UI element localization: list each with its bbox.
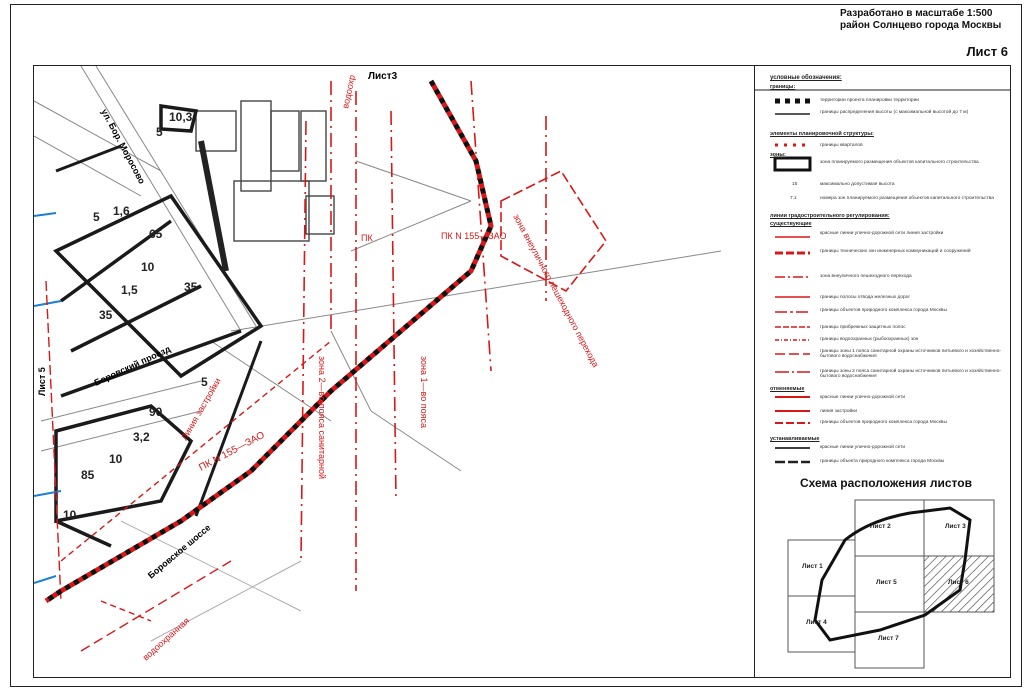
legend-section: существующие (770, 221, 812, 227)
map-drawing: Лист3 водоохр ПК N 155—ЗАО ПК ПК N 155—З… (34, 66, 722, 663)
label-crossing-zone: зона внеуличного пешеходного перехода (511, 212, 601, 369)
legend-title: условные обозначения: (770, 75, 842, 81)
block-number: 10 (109, 452, 123, 466)
legend-item: границы кварталов (820, 143, 863, 148)
legend-item: территории проекта планировки территории (820, 98, 919, 103)
legend-item: границы технических зон инженерных комму… (820, 249, 971, 254)
legend-symbols-lower (775, 447, 810, 464)
block-number: 10,3 (169, 110, 193, 124)
block-number: 90 (149, 405, 163, 419)
buildings (195, 100, 335, 242)
scheme-sheet-label: Лист 1 (802, 563, 823, 570)
block-number: 1,5 (121, 283, 138, 297)
scale-note: Разработано в масштабе 1:500 (840, 8, 993, 19)
block-boundaries (53, 103, 264, 548)
legend-item: границы зоны 2 пояса санитарной охраны и… (820, 369, 1001, 380)
crossing-zone-box (500, 169, 607, 293)
legend-section: устанавливаемые (770, 436, 820, 442)
legend-section: зоны: (770, 152, 786, 158)
legend-section: линии градостроительного регулирования: (770, 213, 890, 219)
legend-item: границы объекта природного комплекса гор… (820, 459, 945, 464)
legend-item: границы распределения высоты (с максимал… (820, 110, 969, 115)
block-number: 5 (156, 125, 163, 139)
legend-section-borders: границы: (770, 84, 796, 90)
project-boundary-red (44, 79, 494, 604)
sheet-layout-scheme: Лист 2 Лист 3 Лист 1 Лист 5 Лист 6 Лист … (787, 499, 995, 669)
scheme-grid (787, 499, 995, 669)
label-pk-top: ПК N 155—ЗАО (441, 231, 506, 241)
legend-item: номера зон планируемого размещения объек… (820, 196, 994, 201)
project-boundary-black (44, 79, 494, 604)
scheme-sheet-label: Лист 2 (870, 523, 891, 530)
label-pk-short: ПК (361, 233, 373, 243)
block-number: 85 (81, 468, 95, 482)
scheme-sheet-label: Лист 3 (945, 523, 966, 530)
red-tick-lines (45, 280, 332, 652)
legend-item: максимально допустимая высота (820, 182, 895, 187)
sheet-number: Лист 6 (966, 44, 1008, 59)
legend-item: красные линии улично-дорожной сети линия… (820, 231, 944, 236)
legend-panel (755, 65, 1011, 678)
block-number: 3,2 (133, 430, 150, 444)
district-note: район Солнцево города Москвы (840, 20, 1002, 31)
sheet-frame (10, 4, 1022, 687)
label-zone-2: зона 2—во пояса санитарной (317, 356, 327, 479)
block-number: 35 (99, 308, 113, 322)
legend-section: отменяемые (770, 386, 805, 392)
legend-item: границы зоны 1 пояса санитарной охраны и… (820, 349, 1001, 360)
legend-item: границы объектов природного комплекса го… (820, 420, 947, 425)
label-zone-1: зона 1—во пояса (419, 356, 429, 428)
label-sheet5: Лист 5 (37, 367, 47, 396)
scheme-sheet-label: Лист 6 (948, 579, 969, 586)
legend-item: зона внеуличного пешеходного перехода (820, 274, 912, 279)
map-area: Лист3 водоохр ПК N 155—ЗАО ПК ПК N 155—З… (33, 65, 755, 678)
scheme-title: Схема расположения листов (800, 476, 972, 490)
scheme-current-sheet (923, 555, 995, 613)
legend-item: границы объектов природного комплекса го… (820, 308, 947, 313)
label-sheet3: Лист3 (368, 71, 398, 82)
red-zone-lines (300, 80, 547, 591)
label-vodo-top: водоохр (340, 74, 357, 109)
legend-num: 15 (792, 182, 798, 187)
block-number: 1,6 (113, 204, 130, 218)
block-number: 5 (201, 375, 208, 389)
label-road-top: ул. Бор. Моросово (99, 107, 147, 186)
block-number: 10 (63, 508, 77, 522)
legend-item: границы прибрежных защитных полос (820, 325, 906, 330)
legend-symbols (755, 89, 1011, 463)
scheme-project-outline (813, 506, 972, 642)
legend-item: линия застройки (820, 409, 857, 414)
block-number: 65 (149, 227, 163, 241)
legend-item: границы водоохранных (рыбоохранных) зон (820, 337, 919, 342)
legend-item: границы полосы отвода железных дорог (820, 295, 911, 300)
block-number: 5 (93, 210, 100, 224)
legend-num: 7.1 (790, 196, 797, 201)
block-number: 35 (184, 280, 198, 294)
legend-item: красные линии улично-дорожной сети (820, 395, 906, 400)
label-borovsky-proezd: Боровский проезд (93, 344, 173, 388)
scheme-sheet-label: Лист 7 (878, 635, 899, 642)
block-numbers: 10,3 5 5 1,6 65 10 1,5 35 35 5 90 3,2 10… (63, 110, 208, 522)
scheme-sheet-label: Лист 5 (876, 579, 897, 586)
label-borovsky-shosse: Боровское шоссе (146, 522, 213, 580)
label-water-zone: водоохранная (141, 616, 192, 663)
legend-item: зона планируемого размещения объектов ка… (820, 160, 979, 165)
block-number: 10 (141, 260, 155, 274)
scheme-sheet-label: Лист 4 (806, 619, 827, 626)
legend-section: элементы планировочной структуры: (770, 131, 874, 137)
legend-item: красные линии улично-дорожной сети (820, 445, 906, 450)
